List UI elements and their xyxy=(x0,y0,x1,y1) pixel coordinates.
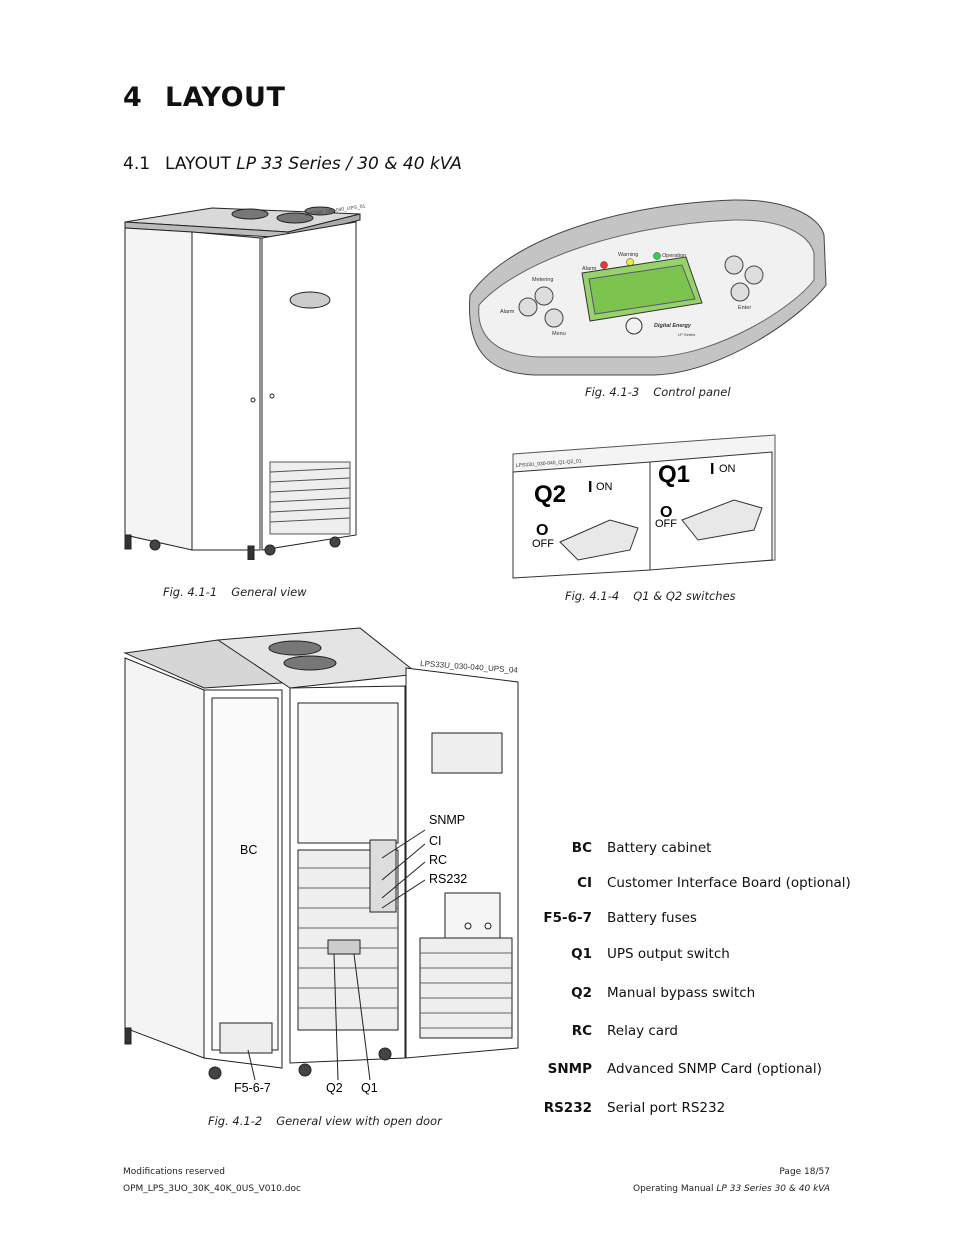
q2-switch-name: Q2 xyxy=(534,481,566,508)
legend-key: BC xyxy=(571,840,592,856)
legend-key: F5-6-7 xyxy=(543,910,592,926)
enter-button-icon xyxy=(730,282,750,302)
footer-left-line1: Modifications reserved xyxy=(123,1167,225,1177)
q2-handle-icon xyxy=(559,519,639,561)
metering-label: Metering xyxy=(532,277,553,283)
legend-value: Battery cabinet xyxy=(607,840,712,856)
legend-row: RC Relay card xyxy=(520,1023,900,1043)
legend-key: RS232 xyxy=(543,1100,592,1116)
q1-switch-name: Q1 xyxy=(658,461,690,488)
legend-value: Customer Interface Board (optional) xyxy=(607,875,851,891)
alarm-led-icon xyxy=(600,261,608,269)
q1-off-symbol: O xyxy=(660,504,672,521)
menu-label: Menu xyxy=(552,331,566,337)
operation-led-icon xyxy=(653,252,661,260)
legend-key: Q1 xyxy=(571,946,592,962)
legend-key: SNMP xyxy=(547,1061,592,1077)
warning-led-icon xyxy=(626,258,634,266)
up-button-icon xyxy=(724,255,744,275)
q2-off-label: OFF xyxy=(532,538,554,550)
menu-button-icon xyxy=(544,308,564,328)
switches-figure: LPS33U_030-040_Q1-Q2_01 Q2 I ON O OFF Q1… xyxy=(512,434,776,579)
right-button-icon xyxy=(744,265,764,285)
legend-row: RS232 Serial port RS232 xyxy=(520,1100,900,1120)
chapter-number: 4 xyxy=(123,82,143,113)
legend-value: UPS output switch xyxy=(607,946,730,962)
legend-value: Serial port RS232 xyxy=(607,1100,726,1116)
section-title: LAYOUT xyxy=(165,154,231,174)
q1-off-label: OFF xyxy=(655,518,677,530)
q1-on-label: ON xyxy=(719,463,736,475)
q2-on-symbol: I xyxy=(588,479,592,496)
callout-f5-6-7: F5-6-7 xyxy=(234,1081,271,1095)
legend-row: CI Customer Interface Board (optional) xyxy=(520,875,900,895)
open-door-figure: LPS33U_030-040_UPS_04 xyxy=(123,627,519,1081)
footer-manual-title: Operating Manual LP 33 Series 30 & 40 kV… xyxy=(632,1184,830,1194)
callout-rc: RC xyxy=(429,853,448,867)
legend-row: SNMP Advanced SNMP Card (optional) xyxy=(520,1061,900,1081)
metering-button-icon xyxy=(534,286,554,306)
legend-row: Q2 Manual bypass switch xyxy=(520,985,900,1005)
legend-value: Battery fuses xyxy=(607,910,697,926)
legend-key: CI xyxy=(577,875,592,891)
brand-label: Digital Energy xyxy=(654,323,692,329)
q2-off-symbol: O xyxy=(536,522,548,539)
legend-row: Q1 UPS output switch xyxy=(520,946,900,966)
alarm-led-label: Alarm xyxy=(582,266,597,272)
q1-on-symbol: I xyxy=(710,461,714,478)
chapter-heading: 4 LAYOUT xyxy=(123,82,285,113)
chapter-title: LAYOUT xyxy=(165,82,286,113)
control-panel-figure: Alarm Warning Operation Metering Alarm M… xyxy=(468,199,827,376)
ge-logo-icon xyxy=(625,317,643,335)
legend-row: BC Battery cabinet xyxy=(520,840,900,860)
general-view-figure: LPS33U_030-040_UPS_01 xyxy=(124,203,366,560)
legend-value: Advanced SNMP Card (optional) xyxy=(607,1061,822,1077)
series-label: LP Series xyxy=(678,332,695,337)
callout-snmp: SNMP xyxy=(429,813,466,827)
section-heading: 4.1 LAYOUT LP 33 Series / 30 & 40 kVA xyxy=(123,154,462,174)
operation-led-label: Operation xyxy=(662,253,686,259)
alarm-button-label: Alarm xyxy=(500,309,515,315)
callout-q2: Q2 xyxy=(326,1081,343,1095)
warning-led-label: Warning xyxy=(618,252,638,258)
callout-q1: Q1 xyxy=(361,1081,378,1095)
switches-ref: LPS33U_030-040_Q1-Q2_01 xyxy=(516,458,582,469)
callout-rs232: RS232 xyxy=(429,872,468,886)
q2-q1-switch-icon xyxy=(327,939,361,955)
enter-label: Enter xyxy=(738,305,751,311)
footer-page-number: Page 18/57 xyxy=(779,1167,830,1177)
legend-key: Q2 xyxy=(571,985,592,1001)
section-number: 4.1 xyxy=(123,154,151,174)
legend-key: RC xyxy=(571,1023,592,1039)
legend-value: Relay card xyxy=(607,1023,678,1039)
legend-value: Manual bypass switch xyxy=(607,985,756,1001)
battery-fuse-block-icon xyxy=(219,1022,273,1054)
alarm-button-icon xyxy=(518,297,538,317)
footer-left-line2: OPM_LPS_3UO_30K_40K_0US_V010.doc xyxy=(123,1184,301,1194)
callout-ci: CI xyxy=(429,834,442,848)
q1-handle-icon xyxy=(681,499,763,541)
q2-on-label: ON xyxy=(596,481,613,493)
legend-row: F5-6-7 Battery fuses xyxy=(520,910,900,930)
callout-bc: BC xyxy=(240,843,258,857)
section-title-italic: LP 33 Series / 30 & 40 kVA xyxy=(236,154,462,174)
